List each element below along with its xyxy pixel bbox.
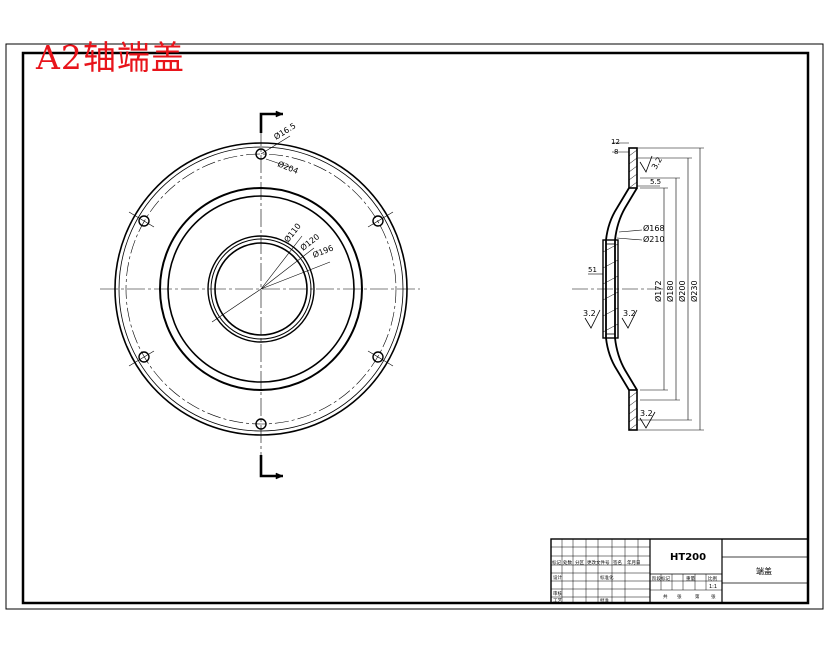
dim-8: 8 xyxy=(614,148,618,156)
bolt-hole xyxy=(138,215,150,227)
roughness-r3: 3.2 xyxy=(623,309,636,318)
bolt-hole xyxy=(138,351,150,363)
boss-outer xyxy=(159,187,363,391)
title-block xyxy=(550,538,809,604)
dim-51: 51 xyxy=(588,266,597,274)
dim-110: Ø110 xyxy=(282,221,303,244)
section-arrow-top xyxy=(275,110,284,118)
section-view xyxy=(572,142,704,431)
dim-230: Ø230 xyxy=(689,280,699,302)
part-name: 端盖 xyxy=(756,566,772,576)
outer-rim-inner xyxy=(118,146,404,432)
roughness-symbols xyxy=(584,155,656,429)
stage-header-1: 阶段标记 xyxy=(652,575,670,582)
rev-header-1: 标记 xyxy=(552,559,561,566)
rev-header-2: 处数 xyxy=(563,559,572,566)
material: HT200 xyxy=(670,552,706,563)
front-view xyxy=(100,110,420,480)
recess-inner xyxy=(214,242,308,336)
dim-210: Ø210 xyxy=(643,234,665,244)
rev-header-4: 更改文件号 xyxy=(587,559,610,566)
dim-bolt-circle: Ø204 xyxy=(276,159,300,176)
dim-172: Ø172 xyxy=(653,280,663,302)
outer-border xyxy=(5,43,824,610)
roughness-r2: 3.2 xyxy=(583,309,596,318)
bolt-circle xyxy=(125,153,397,425)
label-process: 工艺 xyxy=(553,598,562,604)
sheet-word-2: 张 xyxy=(711,593,716,600)
dim-12: 12 xyxy=(611,138,620,146)
rev-header-6: 年月日 xyxy=(627,559,641,566)
flange-top xyxy=(628,147,638,189)
bolt-hole xyxy=(255,418,267,430)
scale-value: 1:1 xyxy=(709,584,717,590)
bolt-hole xyxy=(372,215,384,227)
hub xyxy=(602,239,619,339)
section-hatch xyxy=(602,149,638,431)
dim-5-5: 5.5 xyxy=(650,178,661,186)
bolt-hole xyxy=(372,351,384,363)
recess-outer xyxy=(207,235,315,343)
profile-inner xyxy=(614,187,638,391)
dim-180: Ø180 xyxy=(665,280,675,302)
sheet-total: 共 xyxy=(663,593,668,600)
roughness-r4: 3.2 xyxy=(640,409,653,418)
stage-header-3: 比例 xyxy=(708,575,717,582)
rev-header-5: 签名 xyxy=(613,559,622,566)
bolt-holes xyxy=(138,148,384,430)
recess-mid xyxy=(210,238,312,340)
inner-frame xyxy=(21,51,810,605)
rev-header-3: 分区 xyxy=(575,559,584,566)
label-review: 审核 xyxy=(553,590,562,597)
boss-inner xyxy=(167,195,355,383)
profile-outer xyxy=(605,187,630,391)
front-leaders xyxy=(211,135,331,323)
dim-200: Ø200 xyxy=(677,280,687,302)
dim-168: Ø168 xyxy=(643,223,665,233)
stage-header-2: 重量 xyxy=(686,575,695,582)
label-standardize: 标准化 xyxy=(600,574,614,581)
dim-bolt-hole: Ø16.5 xyxy=(272,120,298,141)
outer-rim xyxy=(114,142,408,436)
section-mark-bottom xyxy=(259,455,283,478)
drawing-title: A2轴端盖 xyxy=(36,38,185,77)
section-dim-lines xyxy=(588,142,704,431)
hole-center-marks xyxy=(128,211,394,367)
flange-bottom xyxy=(628,389,638,431)
label-approve: 批准 xyxy=(600,597,609,604)
section-mark-top xyxy=(259,112,283,133)
sheet-word-1: 张 xyxy=(677,593,682,600)
label-design: 设计 xyxy=(553,574,562,581)
section-arrow-bottom xyxy=(275,472,284,480)
dim-196: Ø196 xyxy=(311,242,335,259)
bolt-hole xyxy=(255,148,267,160)
sheet-index: 第 xyxy=(695,593,700,600)
